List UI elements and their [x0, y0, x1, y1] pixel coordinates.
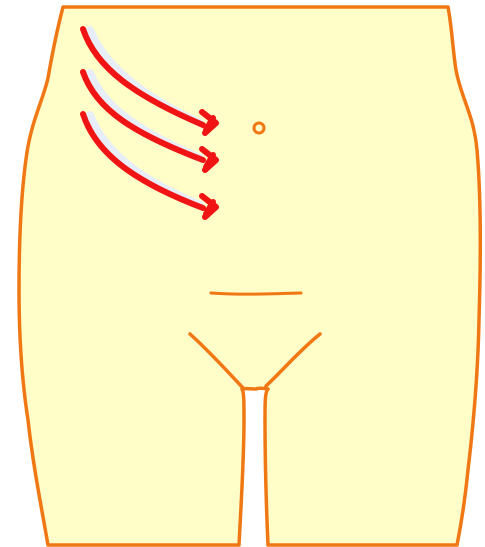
waist-line [211, 293, 301, 294]
